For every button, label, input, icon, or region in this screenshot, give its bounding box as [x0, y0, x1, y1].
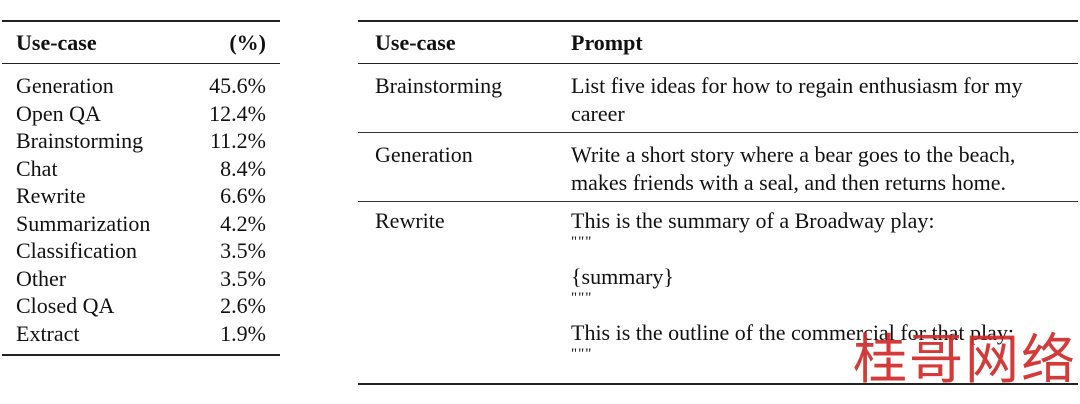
prompt-cell: List five ideas for how to regain enthus… [571, 72, 1078, 128]
percent-cell: 11.2% [209, 128, 266, 153]
percent-cell: 2.6% [220, 293, 266, 318]
table-header-rule [2, 63, 280, 64]
percent-cell: 4.2% [220, 210, 266, 236]
prompt-line: This is the outline of the commercial fo… [571, 320, 1014, 345]
percent-cell: 12.4% [209, 100, 266, 126]
use-case-cell: Closed QA [16, 293, 115, 318]
use-case-cell: Chat [16, 155, 58, 181]
table-bottom-rule [2, 354, 280, 356]
header-use-case: Use-case [16, 29, 97, 55]
use-case-cell: Summarization [16, 210, 151, 236]
table-row: Extract 1.9% [16, 320, 266, 348]
row-divider [358, 132, 1078, 133]
prompt-line: makes friends with a seal, and then retu… [571, 170, 1006, 195]
example-prompts-table: Use-case Prompt Brainstorming List five … [358, 20, 1078, 385]
percent-cell: 3.5% [220, 265, 266, 291]
prompt-line: {summary} [571, 264, 674, 289]
percent-cell: 6.6% [220, 183, 266, 208]
use-case-cell: Generation [375, 142, 473, 167]
use-case-cell: Brainstorming [16, 128, 144, 153]
use-case-distribution-table: Use-case (%) Generation 45.6% Open QA 12.4… [2, 20, 280, 356]
table-row: Other 3.5% [16, 265, 266, 293]
use-case-cell: Classification [16, 238, 137, 263]
table-top-rule [358, 20, 1078, 22]
header-prompt: Prompt [571, 29, 643, 55]
table-row: Brainstorming 11.2% [16, 127, 266, 155]
table-row: Closed QA 2.6% [16, 292, 266, 320]
table-row: Rewrite This is the summary of a Broadwa… [358, 202, 1078, 383]
prompt-line: List five ideas for how to regain enthus… [571, 73, 1023, 98]
table-row: Generation 45.6% [16, 72, 266, 100]
row-divider [358, 201, 1078, 202]
table-top-rule [2, 20, 280, 22]
table-row: Classification 3.5% [16, 237, 266, 265]
table-row: Brainstorming List five ideas for how to… [358, 64, 1078, 132]
prompt-line: Write a short story where a bear goes to… [571, 142, 1016, 167]
percent-cell: 3.5% [220, 238, 266, 263]
table-row: Open QA 12.4% [16, 100, 266, 128]
use-case-cell: Other [16, 265, 67, 291]
header-use-case: Use-case [375, 29, 456, 55]
prompt-quote: """ [571, 234, 593, 250]
prompt-line: This is the summary of a Broadway play: [571, 208, 935, 233]
prompt-quote: """ [571, 290, 593, 306]
table-header: Use-case (%) [2, 22, 280, 63]
use-case-cell: Brainstorming [375, 73, 503, 98]
table-header: Use-case Prompt [358, 22, 1078, 63]
use-case-cell: Open QA [16, 100, 101, 126]
prompt-cell: This is the summary of a Broadway play: … [571, 207, 1078, 369]
percent-cell: 8.4% [220, 155, 266, 181]
use-case-cell: Generation [16, 73, 114, 98]
prompt-line: career [571, 101, 625, 126]
table-bottom-rule [358, 383, 1078, 385]
table-row: Summarization 4.2% [16, 210, 266, 238]
table-header-rule [358, 63, 1078, 64]
percent-cell: 45.6% [209, 73, 266, 98]
watermark: 桂哥网络 [853, 328, 1077, 391]
use-case-cell: Extract [16, 320, 80, 346]
percent-cell: 1.9% [220, 320, 266, 346]
use-case-cell: Rewrite [375, 208, 445, 233]
table-row: Chat 8.4% [16, 155, 266, 183]
header-percent: (%) [229, 29, 266, 55]
table-body: Generation 45.6% Open QA 12.4% Brainstormi… [2, 64, 280, 354]
prompt-cell: Write a short story where a bear goes to… [571, 141, 1078, 197]
table-row: Generation Write a short story where a b… [358, 133, 1078, 201]
use-case-cell: Rewrite [16, 183, 86, 208]
prompt-quote: """ [571, 346, 593, 362]
table-row: Rewrite 6.6% [16, 182, 266, 210]
